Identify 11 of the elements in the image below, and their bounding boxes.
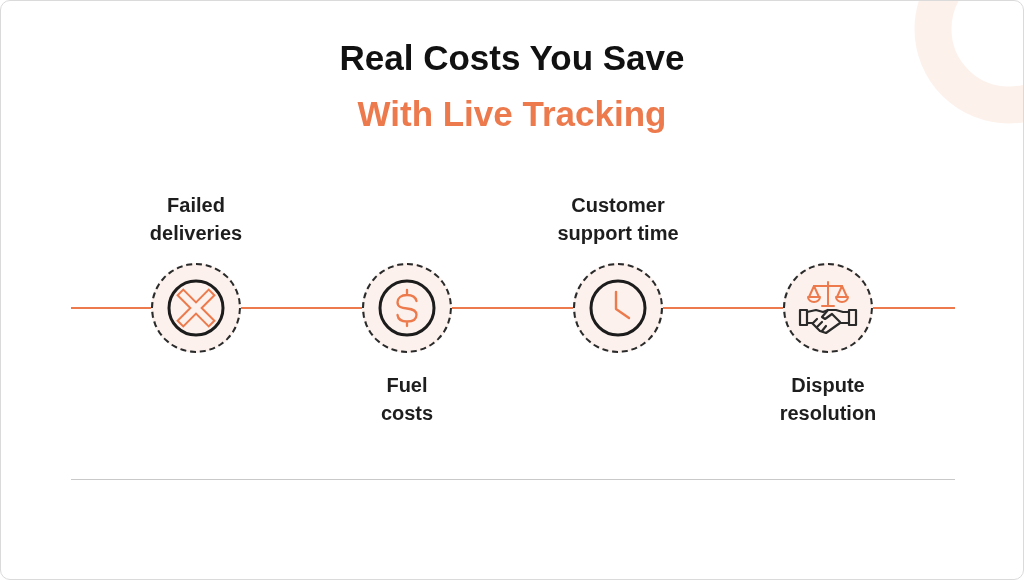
timeline-line [451, 307, 574, 309]
subtitle: With Live Tracking [357, 93, 667, 135]
timeline-line [872, 307, 956, 309]
milestone-label: Dispute resolution [778, 373, 878, 426]
timeline-line [662, 307, 784, 309]
timeline-line [240, 307, 363, 309]
timeline-line [70, 307, 152, 309]
milestone-label: Failed deliveries [148, 193, 244, 246]
title: Real Costs You Save [339, 37, 685, 79]
milestone-label: Fuel costs [379, 373, 435, 426]
milestone-label: Customer support time [556, 193, 680, 246]
